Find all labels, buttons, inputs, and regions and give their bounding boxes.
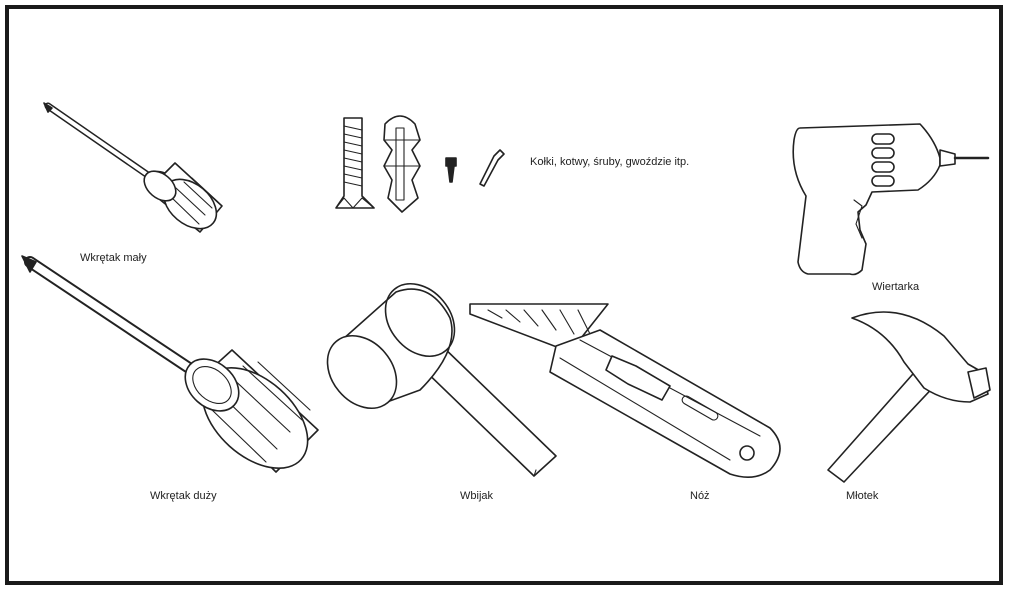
- hammer-icon: [827, 311, 991, 483]
- utility-knife-icon: [469, 303, 781, 478]
- label-large-screwdriver: Wkrętak duży: [150, 490, 217, 502]
- screwdriver-small-icon: [43, 102, 223, 233]
- label-small-screwdriver: Wkrętak mały: [80, 252, 147, 264]
- anchor-bolt-icon: [335, 117, 375, 209]
- label-hammer: Młotek: [846, 490, 879, 502]
- label-mallet: Wbijak: [460, 490, 494, 502]
- mallet-icon: [326, 282, 557, 477]
- drill-icon: [792, 123, 990, 276]
- label-fasteners: Kołki, kotwy, śruby, gwoździe itp.: [530, 156, 690, 168]
- screwdriver-large-icon: [21, 255, 319, 473]
- diagram-frame: [5, 5, 1003, 585]
- wall-plug-icon: [383, 115, 421, 213]
- nail-icon: [479, 149, 505, 187]
- label-drill: Wiertarka: [872, 281, 920, 293]
- label-knife: Nóż: [690, 490, 710, 502]
- screw-icon: [445, 157, 457, 183]
